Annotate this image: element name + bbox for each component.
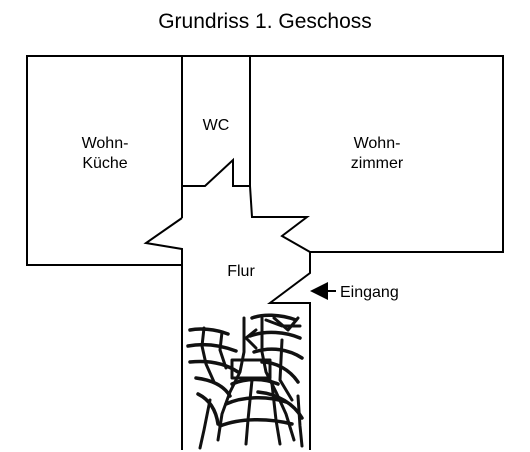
room-label-wohnzimmer-line1: Wohn- [353,135,401,152]
plan-title: Grundriss 1. Geschoss [158,10,372,33]
room-label-wohnkueche-line1: Wohn- [81,135,129,152]
wall-flur-right [267,252,311,450]
wall-wohnzimmer [249,55,504,253]
entrance-arrow [310,282,336,300]
room-label-flur: Flur [227,263,255,280]
room-label-wohnzimmer-line2: zimmer [350,155,404,172]
room-label-wohnkueche-line2: Küche [82,155,128,172]
entrance-label: Eingang [340,284,399,301]
staircase [186,313,304,450]
room-label-wohnzimmer: Wohn- zimmer [336,134,418,174]
room-label-wohnkueche: Wohn- Küche [64,134,146,174]
room-label-wc: WC [202,117,230,134]
wall-wohnkueche [26,55,183,266]
